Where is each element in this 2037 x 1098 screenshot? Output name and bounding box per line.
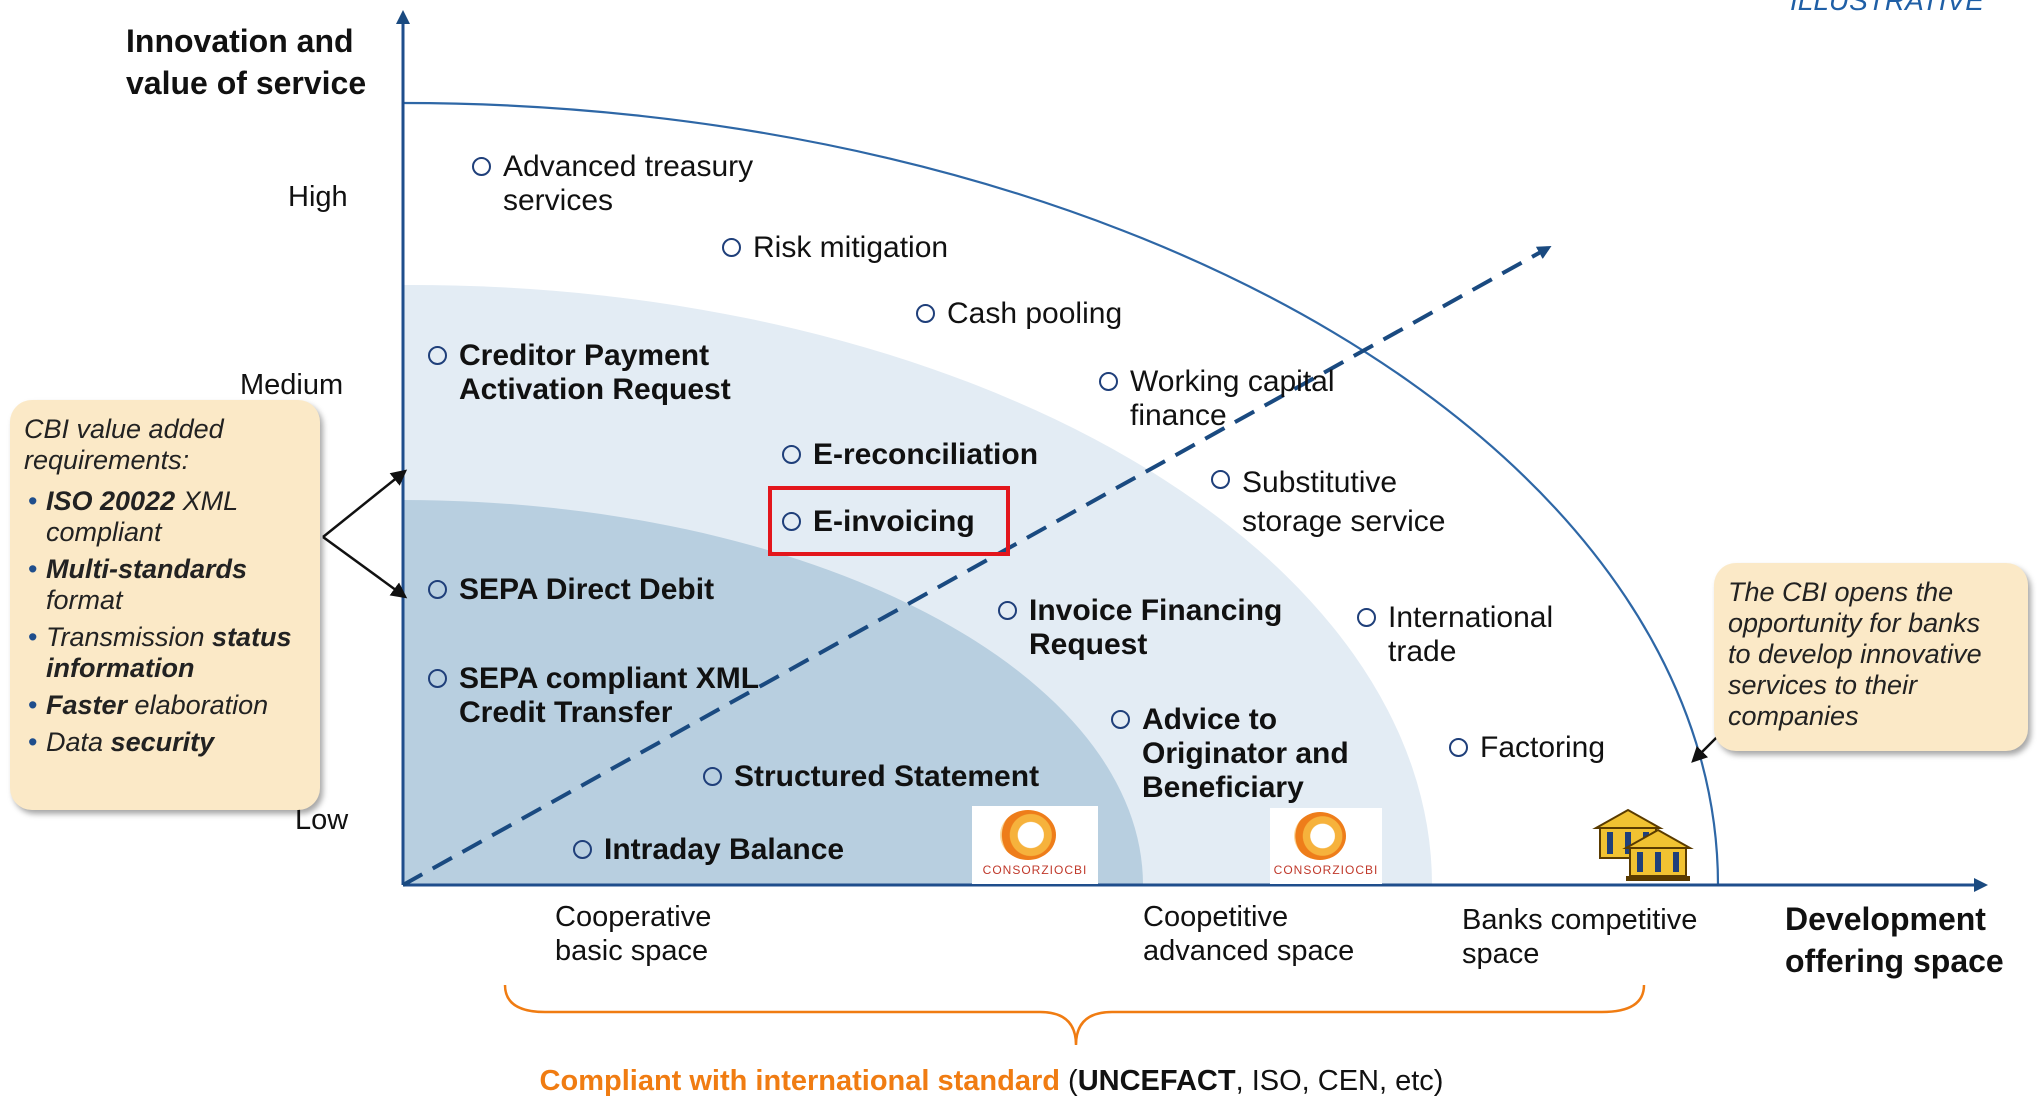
bank-building-icon [1592,808,1694,881]
zone-cooperative [403,500,1143,885]
x-axis-title-line1: Development [1785,901,1986,937]
consorzio-cbi-logo: CONSORZIOCBI [972,806,1098,884]
hollow-circle-icon [1449,737,1468,757]
callout-heading: CBI value added requirements: [24,414,224,475]
hollow-circle-icon [1357,607,1376,627]
hollow-circle-icon [428,345,447,365]
hollow-circle-icon [916,303,935,323]
hollow-circle-icon [1111,709,1130,729]
requirement-item: Multi-standards format [24,554,314,616]
compliance-footer: Compliant with international standard (U… [539,1065,1444,1097]
y-axis-title-line2: value of service [126,65,367,101]
x-axis-title: Development offering space [1785,898,2004,982]
hollow-circle-icon [472,156,491,176]
service-sepa-direct-debit: SEPA Direct Debit [428,573,714,607]
illustrative-tag: ILLUSTRATIVE [1790,0,1984,16]
consorzio-cbi-logo: CONSORZIOCBI [1270,808,1382,884]
hollow-circle-icon [573,839,592,859]
callout-text: The CBI opens the opportunity for banks … [1728,577,1982,731]
outer-arc [402,101,1720,886]
service-e-invoicing: E-invoicing [782,505,975,539]
cbi-requirements-callout: CBI value added requirements: ISO 20022 … [10,400,320,810]
requirement-item: Faster elaboration [24,690,314,721]
service-structured-statement: Structured Statement [703,760,1039,794]
service-factoring: Factoring [1449,731,1605,765]
hollow-circle-icon [703,766,722,786]
y-axis-title: Innovation and value of service [126,20,366,104]
hollow-circle-icon [722,237,741,257]
hollow-circle-icon [428,579,447,599]
service-e-reconciliation: E-reconciliation [782,438,1038,472]
service-cash-pooling: Cash pooling [916,297,1122,331]
y-axis-title-line1: Innovation and [126,23,354,59]
hollow-circle-icon [1211,469,1230,489]
requirement-item: ISO 20022 XML compliant [24,486,314,548]
e-invoicing-highlight-box [768,486,1010,556]
requirement-item: Transmission status information [24,622,314,684]
level-medium: Medium [240,369,344,401]
callout-arrow-up [322,469,408,538]
callout-arrow-down [322,535,408,599]
growth-arrow [402,246,1552,887]
level-low: Low [295,804,349,836]
hollow-circle-icon [998,600,1017,620]
hollow-circle-icon [782,511,801,531]
requirements-list: ISO 20022 XML compliant Multi-standards … [24,486,314,764]
hollow-circle-icon [1099,371,1118,391]
hollow-circle-icon [428,668,447,688]
requirement-item: Data security [24,727,314,758]
service-intraday-balance: Intraday Balance [573,833,844,867]
bottom-brace [503,984,1646,1046]
x-axis-title-line2: offering space [1785,943,2004,979]
service-risk-mitigation: Risk mitigation [722,231,948,265]
cbi-opportunity-callout: The CBI opens the opportunity for banks … [1714,563,2028,751]
level-high: High [288,181,348,213]
hollow-circle-icon [782,444,801,464]
